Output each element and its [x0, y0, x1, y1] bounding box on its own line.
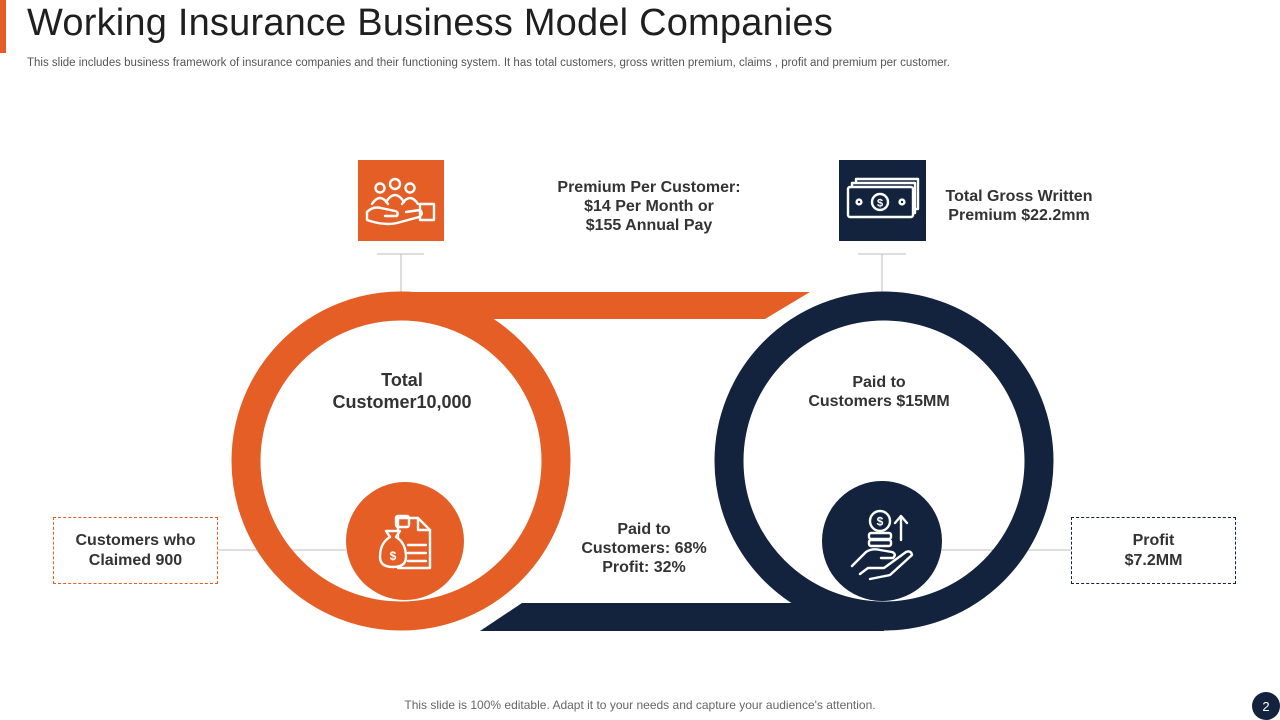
customers-in-hand-icon — [365, 177, 436, 226]
navy-ring — [714, 291, 1054, 631]
page-number-badge: 2 — [1252, 692, 1280, 720]
svg-text:$: $ — [877, 198, 883, 210]
svg-text:$: $ — [390, 549, 397, 563]
coin-in-hand-icon: $ — [850, 509, 914, 581]
svg-text:$: $ — [877, 515, 884, 529]
paid-line-1: Paid to — [852, 374, 906, 391]
payout-split-label: Paid to Customers: 68% Profit: 32% — [554, 520, 734, 578]
profit-line-2: $7.2MM — [1124, 551, 1183, 569]
gwp-line-2: Premium $22.2mm — [948, 207, 1090, 225]
footer-note: This slide is 100% editable. Adapt it to… — [404, 698, 876, 712]
gwp-line-1: Total Gross Written — [945, 188, 1093, 205]
customers-icon-tile — [358, 160, 444, 241]
split-line-1: Paid to — [617, 521, 671, 538]
title-accent-bar — [0, 0, 6, 53]
customers-claimed-box: Customers who Claimed 900 — [53, 517, 218, 584]
total-customers-label: Total Customer10,000 — [296, 370, 508, 413]
split-line-2: Customers: 68% — [581, 540, 707, 558]
premium-line-3: $155 Annual Pay — [585, 217, 713, 235]
page-subtitle: This slide includes business framework o… — [27, 57, 950, 69]
profit-box: Profit $7.2MM — [1071, 517, 1236, 584]
split-line-3: Profit: 32% — [602, 559, 686, 577]
profit-line-1: Profit — [1132, 532, 1175, 550]
claimed-line-1: Customers who — [75, 532, 196, 550]
navy-bottom-band — [480, 603, 884, 631]
premium-line-2: $14 Per Month or — [584, 198, 714, 216]
total-customers-line-1: Total — [381, 370, 423, 390]
claimed-line-2: Claimed 900 — [88, 551, 183, 569]
orange-top-band — [400, 292, 810, 319]
banknote-icon: $ — [846, 177, 920, 219]
banknote-icon-tile — [839, 160, 926, 241]
paid-to-customers-label: Paid to Customers $15MM — [778, 373, 980, 411]
money-bag-icon-disc — [346, 482, 464, 600]
total-customers-line-2: Customer10,000 — [332, 391, 472, 412]
orange-ring — [231, 291, 571, 631]
paid-line-2: Customers $15MM — [808, 393, 950, 411]
money-bag-document-icon: $ — [378, 514, 432, 570]
gross-written-premium-label: Total Gross Written Premium $22.2mm — [930, 187, 1108, 225]
premium-line-1: Premium Per Customer: — [557, 179, 741, 196]
page-title: Working Insurance Business Model Compani… — [27, 2, 834, 44]
premium-per-customer-label: Premium Per Customer: $14 Per Month or $… — [520, 178, 778, 236]
